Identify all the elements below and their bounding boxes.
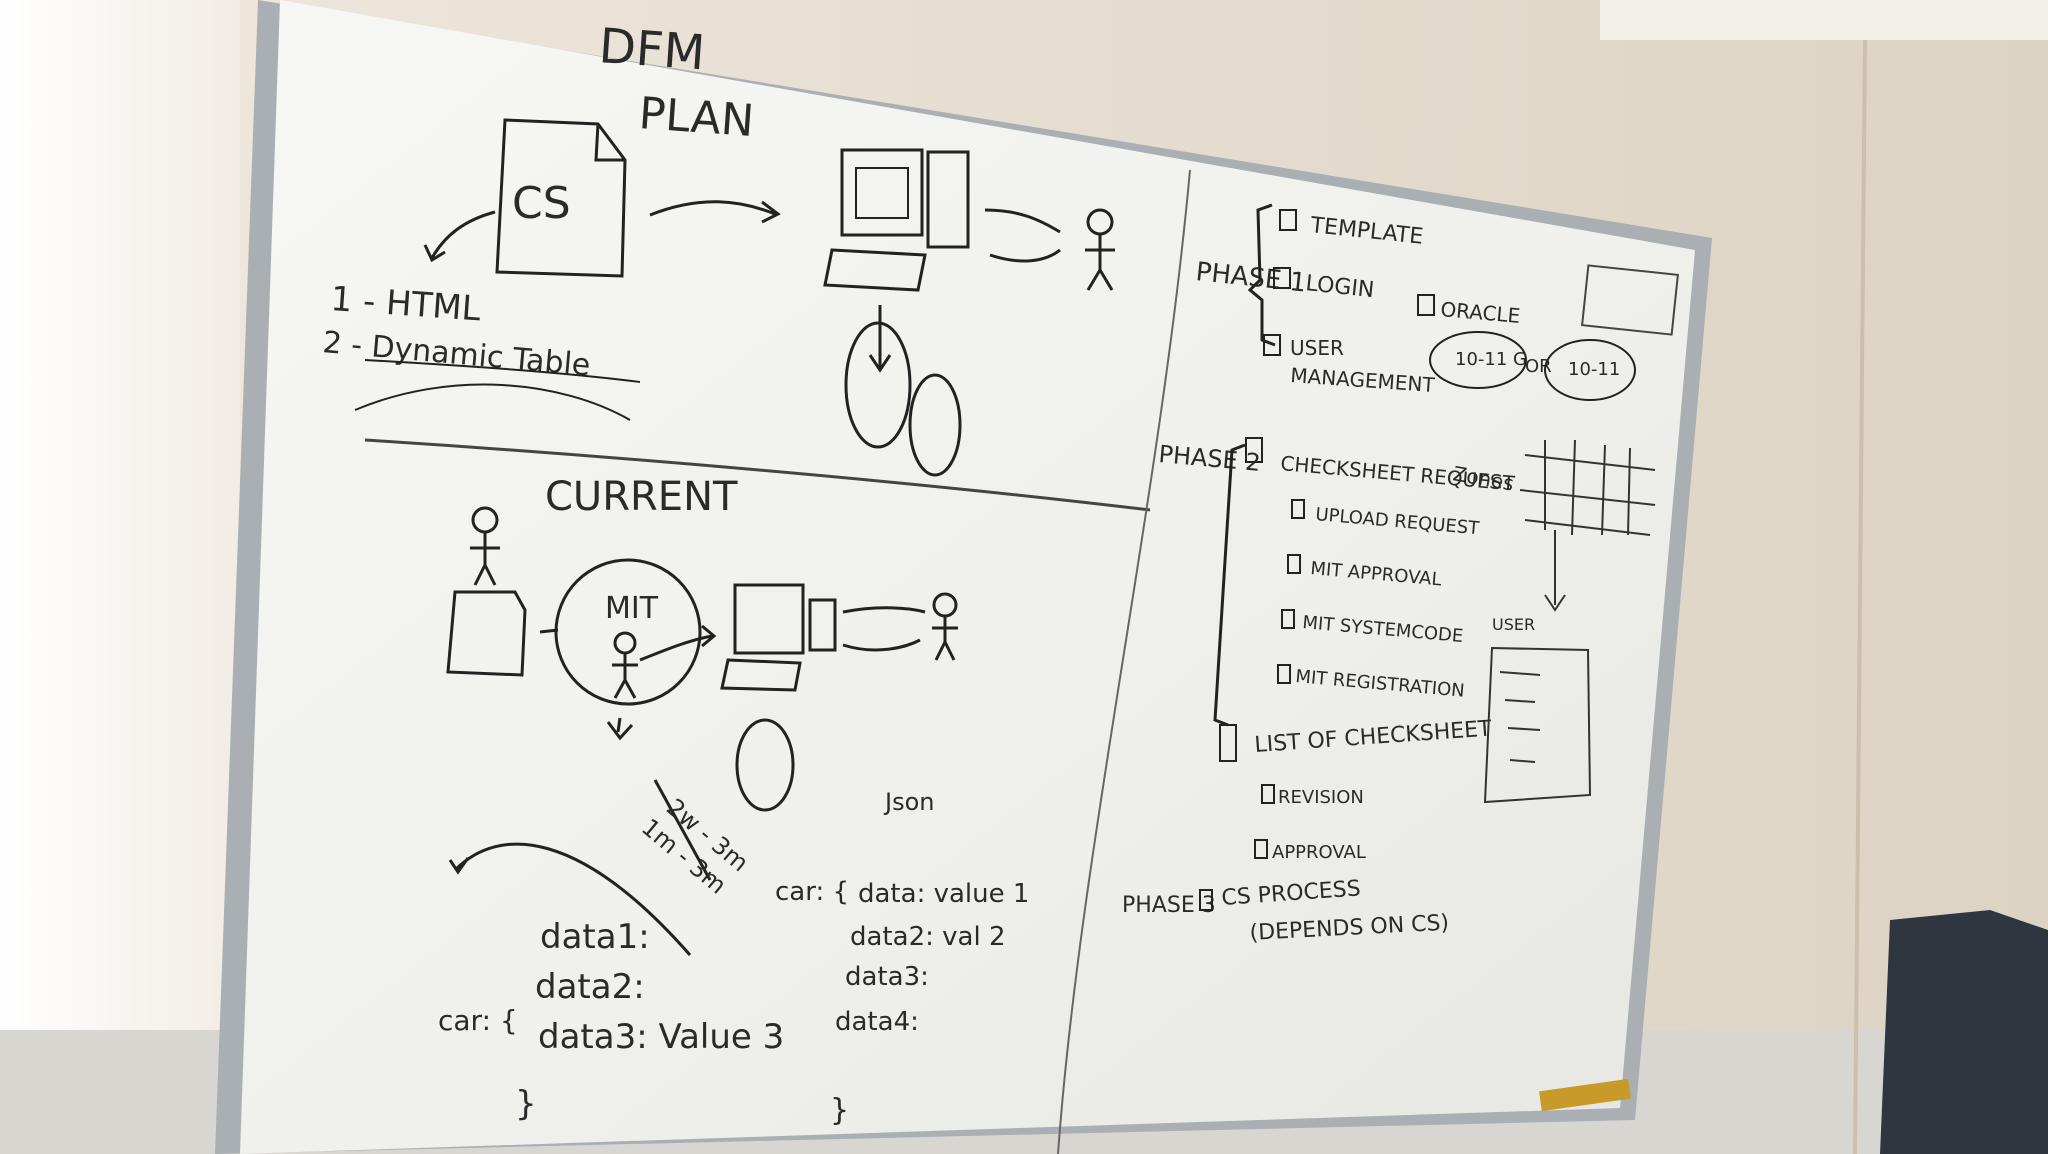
- current-user-arrows: [842, 606, 926, 652]
- version-b: 10-11: [1568, 359, 1620, 380]
- version-b-circle: [1544, 339, 1636, 401]
- server-user-arrow: [984, 208, 1061, 263]
- zones-down-arrow: [1544, 530, 1566, 612]
- phase2-list-sub-2: APPROVAL: [1272, 842, 1366, 863]
- horizontal-divider: [364, 438, 1151, 512]
- right-code-line-4: data4:: [835, 1007, 919, 1037]
- json-label: Json: [883, 788, 934, 816]
- current-title: CURRENT: [545, 474, 738, 520]
- mit-label: MIT: [605, 591, 659, 626]
- phase2-list-checkbox: [1219, 724, 1237, 762]
- database-2: [908, 373, 962, 477]
- current-user-body: [470, 532, 500, 586]
- cs-document-label: CS: [512, 178, 571, 229]
- server-tower: [926, 150, 970, 249]
- mit-person-body: [612, 653, 638, 699]
- version-a-circle: [1429, 331, 1527, 389]
- left-code-close: }: [515, 1084, 537, 1124]
- plan-title-1: DFM: [597, 18, 707, 81]
- current-document: [446, 590, 527, 677]
- server-keyboard: [823, 248, 927, 292]
- ceiling-tile: [1600, 0, 2048, 40]
- phase2-sub-checkbox-1: [1291, 499, 1305, 519]
- mini-screens-sketch: [1581, 264, 1679, 336]
- wall-corner: [1853, 39, 1867, 1154]
- version-a: 10-11 G: [1455, 349, 1527, 370]
- server-db-arrow: [868, 305, 892, 373]
- phase3-checkbox: [1199, 889, 1213, 911]
- phase2-list-sub-checkbox-1: [1261, 784, 1275, 804]
- server-monitor: [840, 148, 924, 237]
- marker-tray: [1539, 1078, 1631, 1112]
- chair: [1880, 910, 2048, 1154]
- phase1-checkbox-2: [1273, 267, 1291, 289]
- phase2-sub-checkbox-2: [1287, 554, 1301, 574]
- plan-title-2: PLAN: [637, 88, 755, 147]
- left-code-prefix: car: {: [438, 1004, 518, 1037]
- phase2-list-sub-1: REVISION: [1278, 787, 1364, 808]
- arrow-cs-to-list: [423, 210, 496, 263]
- phase2-sub-checkbox-3: [1281, 609, 1295, 629]
- phase1-item-3: USER: [1290, 336, 1344, 360]
- phase3-label: PHASE 3: [1122, 893, 1216, 918]
- phase2-checkbox-main: [1245, 437, 1263, 463]
- database-1: [844, 321, 912, 449]
- mit-loop-arrow: [606, 717, 712, 881]
- current-monitor: [733, 583, 805, 655]
- left-code-line-1: data1:: [540, 917, 650, 957]
- right-code-line-2: data2: val 2: [850, 922, 1005, 952]
- cs-document: [495, 118, 627, 278]
- left-curve-arrow: [448, 842, 692, 956]
- right-code-line-3: data3:: [845, 962, 929, 992]
- window-light: [0, 0, 240, 1030]
- mit-circle: [554, 558, 702, 706]
- server-screen: [855, 167, 909, 219]
- left-code-line-3: data3: Value 3: [538, 1017, 784, 1057]
- right-code-prefix: car: {: [775, 877, 849, 907]
- current-end-user-body: [932, 616, 958, 661]
- user-form-label: USER: [1492, 615, 1535, 634]
- strike-through: [364, 359, 641, 383]
- right-code-close: }: [830, 1093, 849, 1128]
- right-code-line-1: data: value 1: [858, 879, 1029, 909]
- oracle-checkbox: [1417, 294, 1435, 316]
- current-database: [735, 718, 795, 812]
- underline-swoosh: [354, 383, 631, 421]
- doc-to-mit-line: [539, 628, 559, 634]
- vertical-divider: [1057, 169, 1191, 1154]
- plan-user-body: [1085, 234, 1115, 291]
- left-code-line-2: data2:: [535, 967, 645, 1007]
- current-tower: [808, 598, 837, 652]
- user-form-sketch: [1483, 646, 1592, 804]
- current-keyboard: [720, 658, 802, 692]
- phase1-checkbox-1: [1279, 209, 1297, 231]
- phase1-checkbox-3: [1263, 334, 1281, 356]
- phase2-sub-checkbox-4: [1277, 664, 1291, 684]
- phase2-bracket: [1213, 443, 1246, 727]
- arrow-cs-to-server: [649, 200, 781, 224]
- zones-grid: [1519, 439, 1656, 536]
- mit-to-computer-arrow: [639, 624, 717, 662]
- phase2-list-sub-checkbox-2: [1254, 839, 1268, 859]
- whiteboard-surface: [240, 0, 1695, 1154]
- phase1-bracket: [1247, 203, 1276, 347]
